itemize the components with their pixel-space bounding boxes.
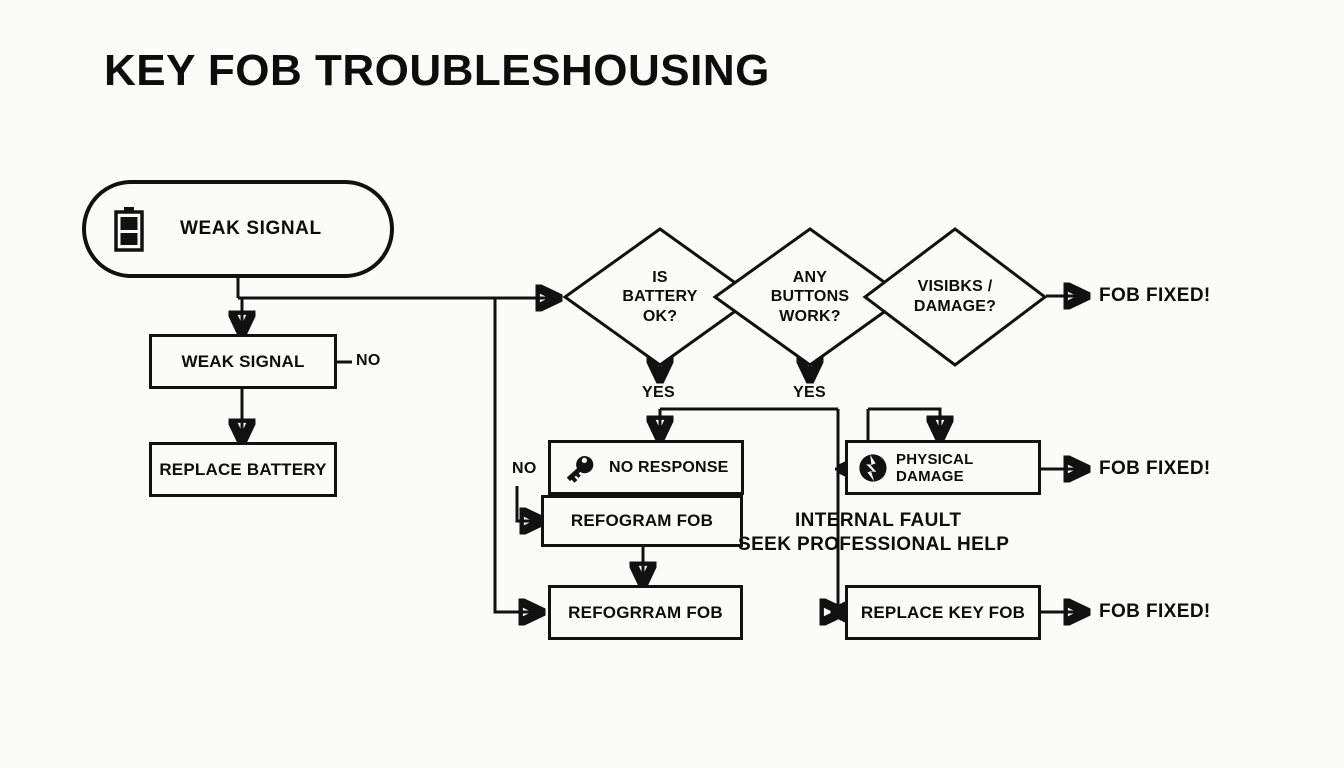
replace-battery-box-label: REPLACE BATTERY [159, 459, 327, 479]
cracked-circle-icon [858, 453, 888, 483]
decision-line: OK? [642, 307, 678, 325]
wire-no-loop-to-refogram [515, 486, 541, 521]
start-node-weak-signal[interactable]: WEAK SIGNAL [82, 180, 394, 278]
decision-line: BUTTONS [770, 288, 850, 306]
decision-battery-ok-text: IS BATTERY OK? [562, 226, 758, 368]
outcome-fob-fixed-2: FOB FIXED! [1099, 458, 1211, 479]
note-internal-fault: INTERNAL FAULT [795, 510, 962, 531]
refogrram-fob-box-label: REFOGRRAM FOB [568, 602, 723, 622]
refogrram-fob-box[interactable]: REFOGRRAM FOB [548, 585, 743, 640]
physical-damage-box-label: PHYSICAL DAMAGE [896, 450, 974, 485]
edge-label-no-weak-signal: NO [356, 352, 381, 369]
decision-line: WORK? [779, 307, 841, 325]
decision-buttons-work[interactable]: ANY BUTTONS WORK? [712, 226, 908, 368]
decision-visible-damage-text: VISIBKS / DAMAGE? [862, 226, 1048, 368]
weak-signal-box[interactable]: WEAK SIGNAL [149, 334, 337, 389]
battery-icon [112, 206, 146, 252]
outcome-fob-fixed-3: FOB FIXED! [1099, 601, 1211, 622]
wire-decision2-yes-to-physical-damage [868, 407, 940, 437]
decision-line: DAMAGE? [913, 298, 997, 315]
wire-internal-fault-lower [836, 556, 840, 614]
refogram-fob-box[interactable]: REFOGRAM FOB [541, 495, 743, 547]
page-title: KEY FOB TROUBLESHOUSING [104, 46, 770, 95]
edge-label-yes-battery: YES [642, 384, 675, 401]
decision-visible-damage[interactable]: VISIBKS / DAMAGE? [862, 226, 1048, 368]
physical-damage-box[interactable]: PHYSICAL DAMAGE [845, 440, 1041, 495]
wire-trunk-down-to-refogrram [493, 298, 540, 612]
weak-signal-box-label: WEAK SIGNAL [181, 351, 305, 371]
decision-line: IS [652, 268, 668, 286]
edge-label-yes-buttons: YES [793, 384, 826, 401]
replace-battery-box[interactable]: REPLACE BATTERY [149, 442, 337, 497]
replace-key-fob-box-label: REPLACE KEY FOB [860, 602, 1026, 622]
outcome-fob-fixed-1: FOB FIXED! [1099, 285, 1211, 306]
decision-line: ANY [792, 268, 828, 286]
no-response-box-label: NO RESPONSE [609, 458, 729, 476]
decision-line: VISIBKS / [917, 278, 993, 296]
key-icon [563, 451, 599, 485]
wire-to-replace-key-fob [836, 560, 838, 612]
decision-line: BATTERY [622, 288, 698, 306]
no-response-box[interactable]: NO RESPONSE [548, 440, 744, 495]
start-node-label: WEAK SIGNAL [180, 218, 322, 239]
refogram-fob-box-label: REFOGRAM FOB [570, 511, 714, 530]
decision-battery-ok[interactable]: IS BATTERY OK? [562, 226, 758, 368]
replace-key-fob-box[interactable]: REPLACE KEY FOB [845, 585, 1041, 640]
note-seek-professional-help: SEEK PROFESSIONAL HELP [738, 534, 1010, 555]
edge-label-no-response-loop: NO [512, 460, 537, 477]
decision-buttons-work-text: ANY BUTTONS WORK? [712, 226, 908, 368]
